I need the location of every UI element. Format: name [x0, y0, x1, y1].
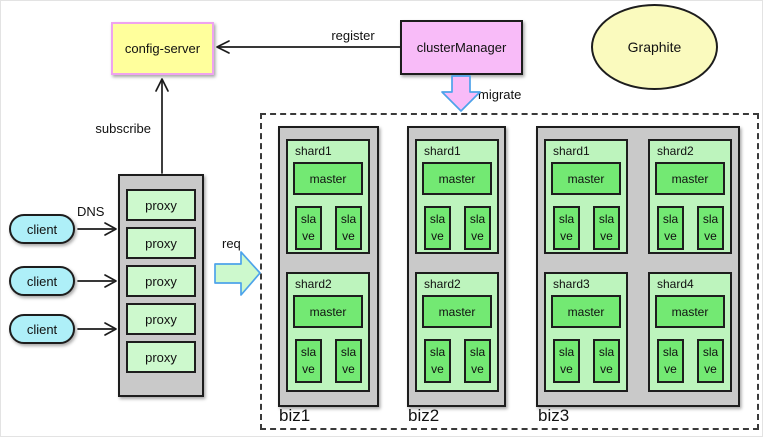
shard-label: shard2: [295, 277, 332, 291]
req-edge-label: req: [222, 236, 241, 251]
dns-edge-label: DNS: [77, 204, 105, 219]
shard-label: shard1: [553, 144, 590, 158]
master-node: master: [293, 295, 363, 328]
shard-label: shard1: [424, 144, 461, 158]
shard-box: shard2 master slave slave: [648, 139, 732, 254]
proxy-node: proxy: [126, 303, 196, 335]
cluster-manager-node: clusterManager: [400, 20, 523, 75]
shard-box: shard3 master slave slave: [544, 272, 628, 392]
slave-node: slave: [657, 339, 684, 383]
slave-node: slave: [697, 339, 724, 383]
slave-node: slave: [295, 206, 322, 250]
slave-node: slave: [424, 206, 451, 250]
master-node: master: [422, 162, 492, 195]
slave-node: slave: [553, 206, 580, 250]
slave-node: slave: [697, 206, 724, 250]
client-node-3: client: [9, 314, 75, 344]
master-node: master: [293, 162, 363, 195]
migrate-edge-label: migrate: [478, 87, 522, 102]
proxy-node: proxy: [126, 265, 196, 297]
client2-arrowhead-icon: [104, 274, 117, 288]
master-node: master: [655, 295, 725, 328]
client-node-2: client: [9, 266, 75, 296]
slave-node: slave: [335, 339, 362, 383]
master-node: master: [422, 295, 492, 328]
client1-arrowhead-icon: [104, 222, 117, 236]
biz1-label: biz1: [279, 406, 311, 425]
proxy-panel: proxy proxy proxy proxy proxy: [118, 174, 204, 397]
shard-box: shard4 master slave slave: [648, 272, 732, 392]
slave-node: slave: [424, 339, 451, 383]
slave-node: slave: [464, 339, 491, 383]
proxy-node: proxy: [126, 189, 196, 221]
subscribe-arrowhead-icon: [155, 78, 169, 92]
shard-label: shard4: [657, 277, 694, 291]
master-node: master: [551, 295, 621, 328]
slave-node: slave: [593, 206, 620, 250]
shard-box: shard2 master slave slave: [415, 272, 499, 392]
migrate-arrow-icon: [441, 75, 481, 112]
biz3-label: biz3: [538, 406, 570, 425]
shard-label: shard2: [424, 277, 461, 291]
slave-node: slave: [464, 206, 491, 250]
client3-arrowhead-icon: [104, 322, 117, 336]
shard-label: shard2: [657, 144, 694, 158]
shard-box: shard1 master slave slave: [286, 139, 370, 254]
register-edge-label: register: [331, 28, 375, 43]
shard-label: shard1: [295, 144, 332, 158]
req-arrow-icon: [214, 251, 261, 296]
shard-box: shard2 master slave slave: [286, 272, 370, 392]
biz2-label: biz2: [408, 406, 440, 425]
register-arrowhead-icon: [216, 40, 230, 54]
slave-node: slave: [657, 206, 684, 250]
shard-box: shard1 master slave slave: [544, 139, 628, 254]
proxy-node: proxy: [126, 341, 196, 373]
shard-label: shard3: [553, 277, 590, 291]
proxy-node: proxy: [126, 227, 196, 259]
config-server-node: config-server: [111, 22, 214, 75]
slave-node: slave: [335, 206, 362, 250]
master-node: master: [655, 162, 725, 195]
slave-node: slave: [553, 339, 580, 383]
biz1-panel: shard1 master slave slave shard2 master …: [278, 126, 379, 407]
slave-node: slave: [295, 339, 322, 383]
biz2-panel: shard1 master slave slave shard2 master …: [407, 126, 506, 407]
master-node: master: [551, 162, 621, 195]
slave-node: slave: [593, 339, 620, 383]
client-node-1: client: [9, 214, 75, 244]
graphite-node: Graphite: [591, 4, 718, 90]
shard-box: shard1 master slave slave: [415, 139, 499, 254]
subscribe-edge-label: subscribe: [95, 121, 151, 136]
biz3-panel: shard1 master slave slave shard2 master …: [536, 126, 740, 407]
